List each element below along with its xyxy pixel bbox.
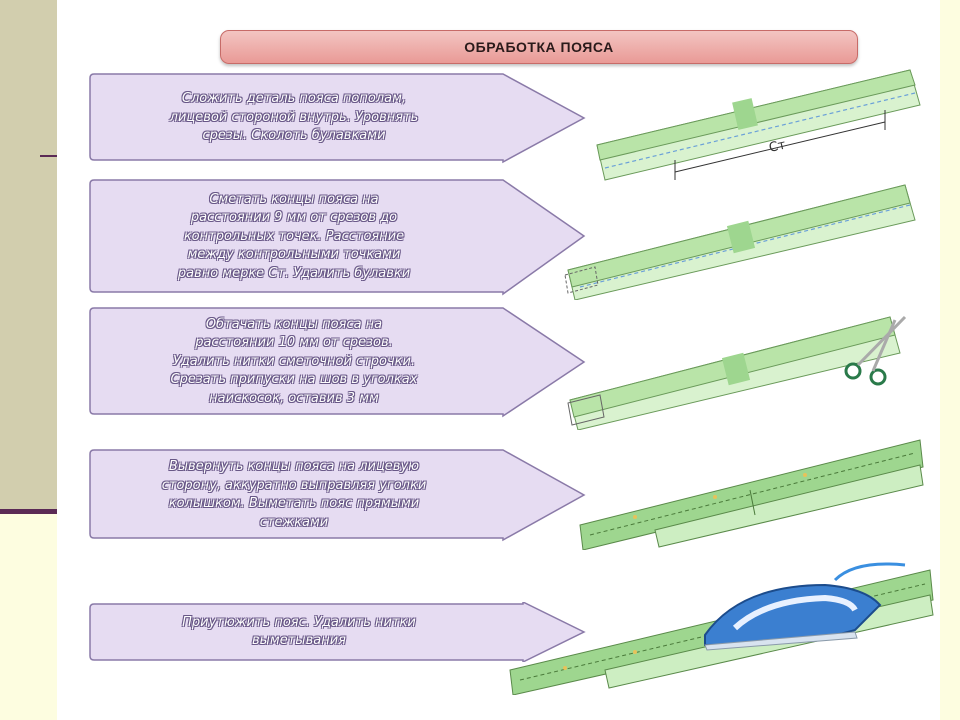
measure-label: Ст: [768, 137, 788, 155]
belt-illustration-3: [567, 315, 907, 430]
belt-illustration-4: [579, 439, 924, 550]
right-decor-strip: [940, 0, 960, 720]
title-banner: ОБРАБОТКА ПОЯСА: [220, 30, 858, 64]
left-decor-line: [0, 509, 57, 514]
step-1-arrow: Сложить деталь пояса пополам,лицевой сто…: [88, 72, 588, 164]
belt-illustration-5: [509, 562, 934, 695]
iron-icon: [704, 562, 906, 651]
step-1-text: Сложить деталь пояса пополам,лицевой сто…: [169, 91, 419, 144]
diagram-title: ОБРАБОТКА ПОЯСА: [464, 39, 614, 55]
belt-illustration-2: [564, 184, 916, 300]
belt-illustration-1: Ст: [596, 69, 921, 181]
left-decor-panel: [0, 0, 57, 511]
left-decor-tick: [40, 155, 58, 157]
scissors-icon: [844, 315, 907, 386]
